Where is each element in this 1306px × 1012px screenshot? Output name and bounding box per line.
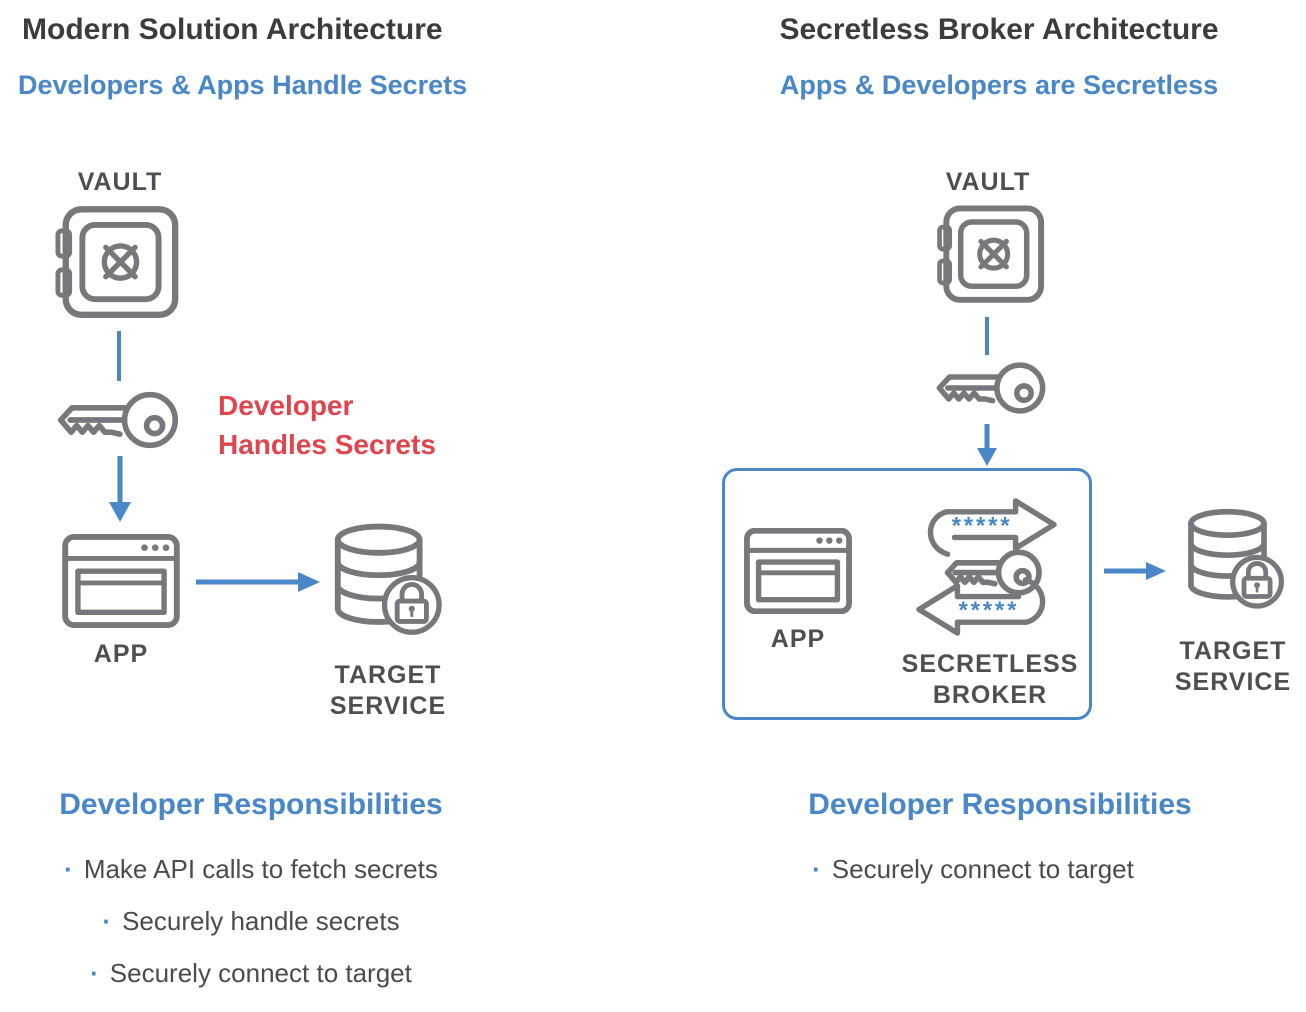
right-column-title: Secretless Broker Architecture — [779, 13, 1219, 46]
left-vault-label: VAULT — [77, 168, 163, 196]
left-responsibilities-heading: Developer Responsibilities — [59, 788, 443, 821]
masked-secret-top: ***** — [952, 513, 1013, 539]
vault-to-key-line — [985, 317, 989, 355]
right-vault-label: VAULT — [945, 168, 1031, 196]
secret-arrow-right — [927, 498, 1057, 557]
bullet-dot: · — [102, 906, 112, 936]
target-label-line-1: TARGET — [1179, 637, 1287, 665]
key-icon — [936, 358, 1046, 418]
vault-icon — [937, 203, 1047, 307]
broker-key-icon — [944, 549, 1042, 596]
vault-to-key-line — [117, 331, 121, 381]
bullet-dot: · — [812, 854, 821, 884]
right-column-subtitle: Apps & Developers are Secretless — [779, 70, 1219, 100]
right-app-label: APP — [770, 625, 826, 653]
bullet-text: Make API calls to fetch secrets — [83, 854, 438, 884]
masked-secret-bottom: ***** — [959, 598, 1020, 624]
broker-to-target-arrow — [1104, 560, 1168, 582]
broker-label-line-2: BROKER — [932, 681, 1048, 709]
key-to-app-arrow — [108, 456, 132, 522]
vault-icon — [55, 205, 182, 321]
bullet-text: Securely connect to target — [831, 854, 1134, 884]
right-target-label: TARGET SERVICE — [1158, 636, 1306, 698]
key-to-broker-arrow — [976, 424, 998, 466]
note-line-1: Developer — [218, 390, 354, 421]
right-responsibilities-heading: Developer Responsibilities — [808, 788, 1192, 821]
secretless-broker-icon: ***** ***** — [914, 498, 1064, 636]
left-column-title: Modern Solution Architecture — [22, 13, 443, 46]
left-responsibility-item-1: · Make API calls to fetch secrets — [0, 854, 502, 885]
bullet-dot: · — [64, 854, 73, 884]
target-label-line-2: SERVICE — [1174, 668, 1292, 696]
left-column-subtitle: Developers & Apps Handle Secrets — [18, 70, 468, 100]
note-line-2: Handles Secrets — [218, 429, 436, 460]
app-icon — [744, 528, 852, 614]
bullet-text: Securely handle secrets — [122, 906, 400, 936]
app-icon — [62, 534, 180, 628]
target-service-icon — [330, 523, 442, 645]
target-label-line-1: TARGET — [334, 661, 442, 689]
right-responsibility-item-1: · Securely connect to target — [722, 854, 1224, 885]
bullet-text: Securely connect to target — [109, 958, 412, 988]
developer-handles-secrets-note: Developer Handles Secrets — [218, 386, 436, 464]
left-responsibility-item-2: · Securely handle secrets — [0, 906, 502, 937]
bullet-dot: · — [90, 958, 99, 988]
target-label-line-2: SERVICE — [329, 692, 447, 720]
broker-label: SECRETLESS BROKER — [880, 649, 1100, 711]
left-app-label: APP — [93, 640, 149, 668]
left-target-label: TARGET SERVICE — [320, 660, 456, 722]
app-to-target-arrow — [196, 570, 322, 594]
key-icon — [57, 387, 179, 453]
broker-label-line-1: SECRETLESS — [901, 650, 1079, 678]
left-responsibility-item-3: · Securely connect to target — [0, 958, 502, 989]
target-service-icon — [1184, 508, 1284, 618]
